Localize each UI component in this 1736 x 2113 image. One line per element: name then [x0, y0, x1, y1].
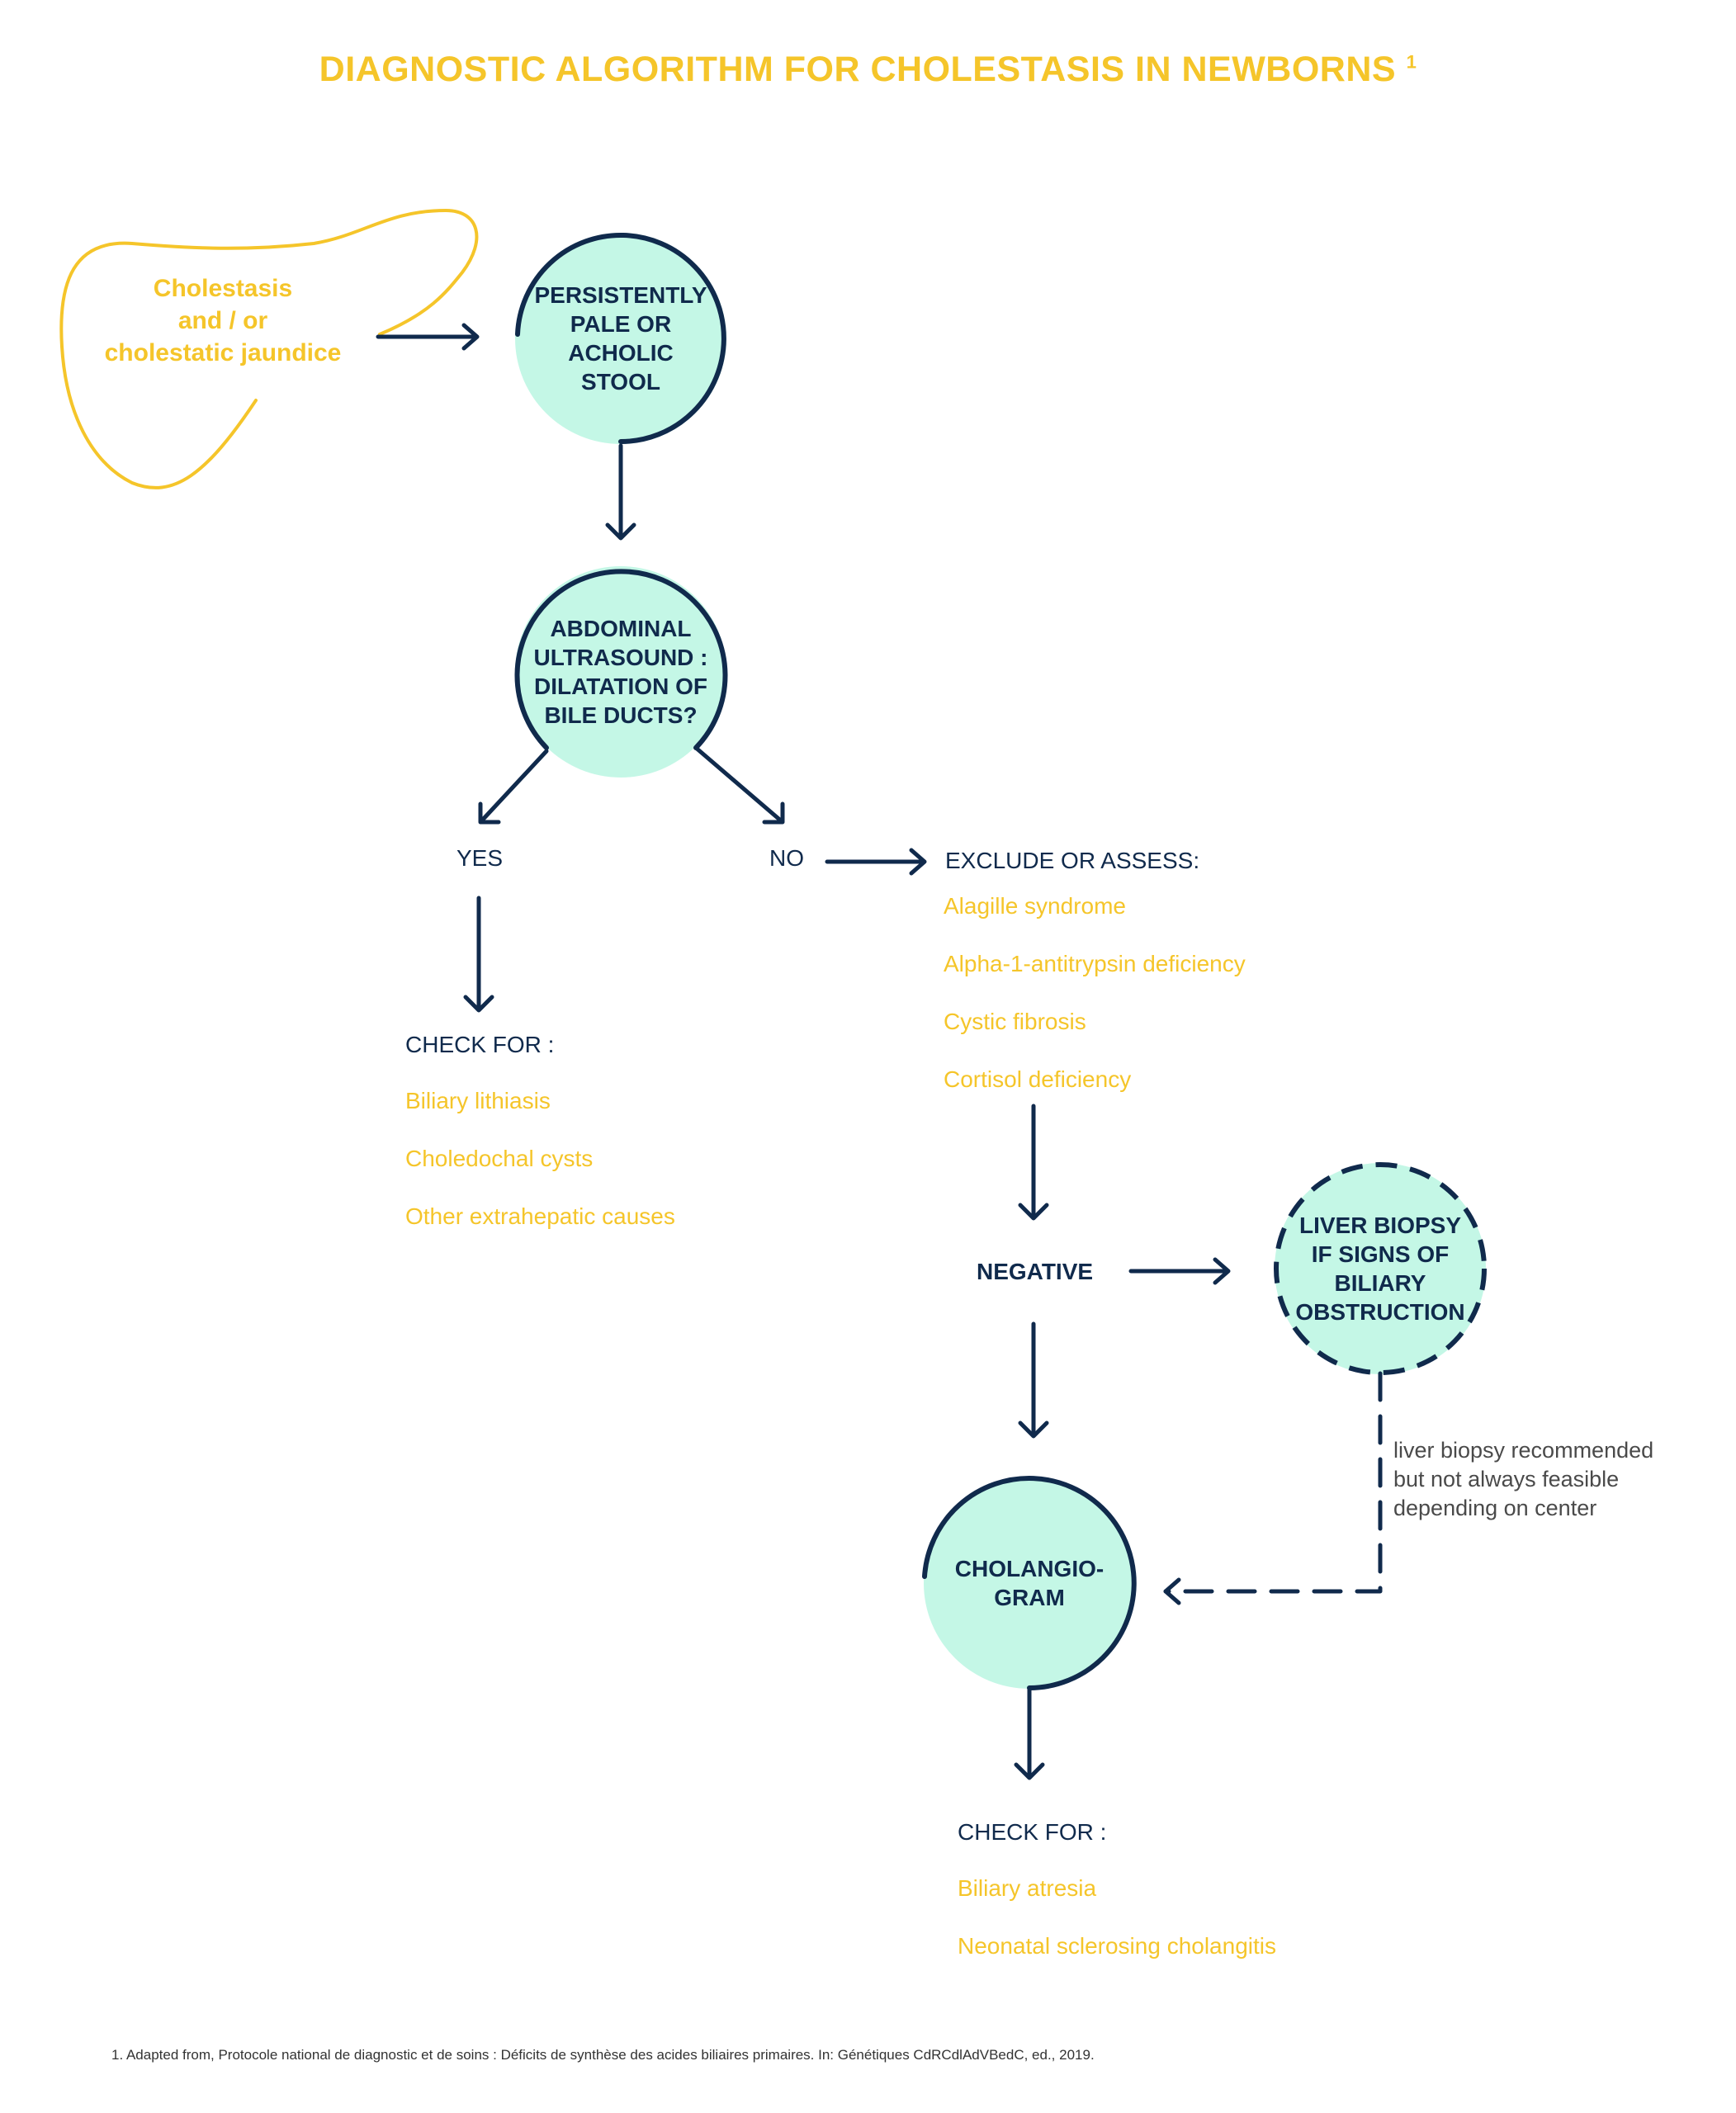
cholangiogram-node-label: CHOLANGIO- GRAM	[954, 1556, 1105, 1610]
footnote: 1. Adapted from, Protocole national de d…	[111, 2047, 1095, 2063]
biopsy-node-dashed-ring	[1274, 1162, 1487, 1375]
arrow-ultrasound-to-no	[693, 745, 785, 825]
yes-label: YES	[456, 845, 504, 871]
arrow-negative-to-biopsy	[1128, 1257, 1231, 1285]
ultrasound-node-label: ABDOMINAL ULTRASOUND : DILATATION OF BIL…	[533, 616, 708, 728]
biopsy-node-circle	[1275, 1163, 1486, 1374]
arrow-cholangiogram-to-checkfor	[1014, 1685, 1045, 1780]
biopsy-node-label: LIVER BIOPSY IF SIGNS OF BILIARY OBSTRUC…	[1295, 1212, 1465, 1325]
stool-node-label: PERSISTENTLY PALE OR ACHOLIC STOOL	[534, 282, 707, 395]
final-list-item: Biliary atresia	[958, 1875, 1097, 1901]
yes-list-item: Choledochal cysts	[405, 1146, 594, 1171]
check-for-heading-2: CHECK FOR :	[958, 1819, 1107, 1845]
exclude-list-item: Alpha-1-antitrypsin deficiency	[944, 951, 1246, 976]
final-list-item: Neonatal sclerosing cholangitis	[958, 1933, 1276, 1959]
biopsy-note: liver biopsy recommended but not always …	[1393, 1438, 1654, 1520]
arrow-start-to-stool	[376, 323, 480, 351]
title-footnote-ref: 1	[1406, 51, 1417, 73]
exclude-heading: EXCLUDE OR ASSESS:	[945, 848, 1200, 873]
exclude-list-item: Cortisol deficiency	[944, 1066, 1132, 1092]
arrow-negative-to-cholangiogram	[1018, 1321, 1049, 1439]
arrow-ultrasound-to-yes	[478, 749, 549, 825]
cholangiogram-node-ring	[922, 1476, 1137, 1690]
negative-label: NEGATIVE	[977, 1259, 1094, 1284]
ultrasound-node-ring	[514, 569, 728, 750]
exclude-list-item: Alagille syndrome	[944, 893, 1126, 919]
check-for-heading-1: CHECK FOR :	[405, 1032, 555, 1057]
arrow-yes-to-checkfor	[463, 896, 494, 1013]
start-blob-outline	[59, 208, 479, 489]
arrow-stool-to-ultrasound	[605, 443, 636, 541]
yes-list-item: Biliary lithiasis	[405, 1088, 551, 1113]
start-condition-text: Cholestasis and / or cholestatic jaundic…	[104, 275, 342, 366]
arrow-biopsy-to-cholangiogram	[1163, 1371, 1383, 1594]
stool-node-circle	[515, 233, 726, 444]
page-title: DIAGNOSTIC ALGORITHM FOR CHOLESTASIS IN …	[319, 50, 1417, 89]
exclude-list-item: Cystic fibrosis	[944, 1009, 1086, 1034]
yes-list-item: Other extrahepatic causes	[405, 1203, 675, 1229]
arrow-exclude-to-negative	[1018, 1104, 1049, 1221]
arrow-no-to-exclude	[825, 848, 927, 876]
no-label: NO	[769, 845, 804, 871]
arrow-biopsy-to-cholangiogram-head	[1163, 1577, 1181, 1605]
ultrasound-node-circle	[515, 566, 726, 778]
cholangiogram-node-circle	[924, 1477, 1135, 1689]
stool-node-ring	[515, 233, 726, 444]
